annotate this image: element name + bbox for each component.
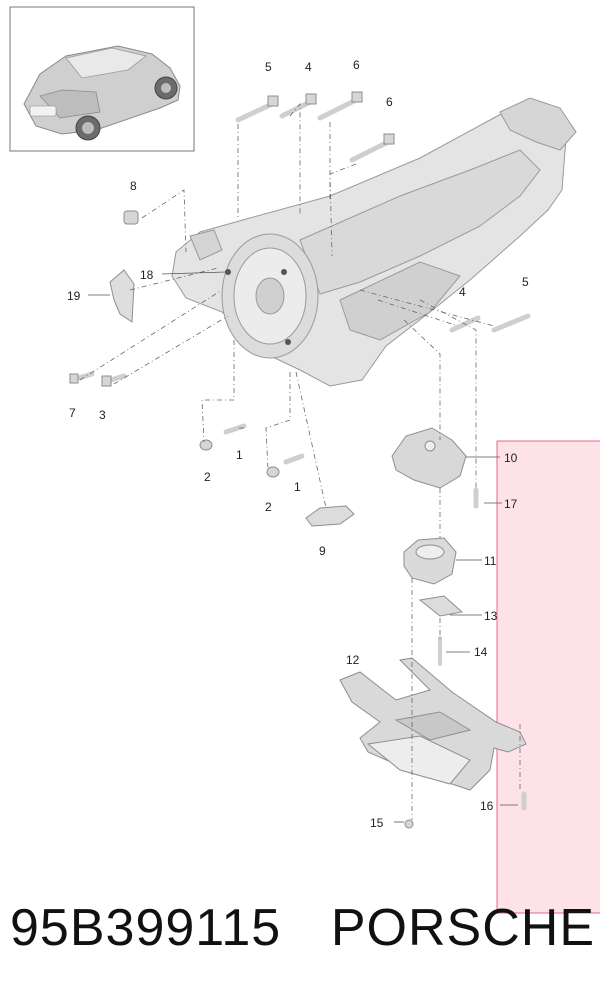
part-plate-13 xyxy=(418,595,464,617)
callout-14: 14 xyxy=(474,645,488,659)
brand-name: PORSCHE xyxy=(330,899,595,957)
callout-labels: 5 4 6 6 8 18 19 4 5 7 3 1 2 1 2 9 10 17 … xyxy=(67,58,529,830)
callout-5-top: 5 xyxy=(265,60,272,74)
vehicle-thumbnail xyxy=(9,6,195,152)
part-number: 95B399115 xyxy=(10,899,282,957)
part-bolt-5-top xyxy=(235,95,279,123)
part-washer-2-right xyxy=(266,466,280,478)
callout-17: 17 xyxy=(504,497,518,511)
part-washer-2-left xyxy=(199,439,213,451)
callout-12: 12 xyxy=(346,653,360,667)
part-mount-11 xyxy=(403,537,457,585)
callout-9: 9 xyxy=(319,544,326,558)
callout-13: 13 xyxy=(484,609,498,623)
callout-19: 19 xyxy=(67,289,81,303)
callout-15: 15 xyxy=(370,816,384,830)
part-bolt-4-top xyxy=(279,93,317,119)
callout-1-left: 1 xyxy=(236,448,243,462)
part-nut-15 xyxy=(404,819,414,829)
highlight-panel xyxy=(496,440,600,914)
part-bolt-1-left xyxy=(223,423,247,435)
callout-18: 18 xyxy=(140,268,154,282)
callout-7: 7 xyxy=(69,406,76,420)
callout-1-right: 1 xyxy=(294,480,301,494)
callout-4-right: 4 xyxy=(459,285,466,299)
callout-16: 16 xyxy=(480,799,494,813)
callout-2-left: 2 xyxy=(204,470,211,484)
part-sleeve-8 xyxy=(123,210,139,225)
part-bolt-7 xyxy=(69,371,95,384)
callout-2-right: 2 xyxy=(265,500,272,514)
part-crossmember-12 xyxy=(339,657,527,791)
part-bolt-6-lower xyxy=(349,133,395,163)
transmission-assembly xyxy=(171,97,577,387)
part-mount-bracket-10 xyxy=(391,427,467,489)
callout-8: 8 xyxy=(130,179,137,193)
part-bolt-5-right xyxy=(491,313,531,333)
part-bracket-9 xyxy=(305,505,355,527)
callout-6-top: 6 xyxy=(353,58,360,72)
part-bolt-1-right xyxy=(283,453,305,465)
part-heat-shield-19 xyxy=(109,269,135,323)
callout-6-lower: 6 xyxy=(386,95,393,109)
callout-11: 11 xyxy=(484,554,497,568)
car-icon xyxy=(23,45,181,141)
callout-4-top: 4 xyxy=(305,60,312,74)
callout-3: 3 xyxy=(99,408,106,422)
part-bolt-3 xyxy=(101,373,127,387)
callout-5-right: 5 xyxy=(522,275,529,289)
part-bolt-6-top xyxy=(317,91,363,121)
callout-10: 10 xyxy=(504,451,518,465)
assembly-lines xyxy=(79,102,521,820)
caption-bar: 95B399115 PORSCHE xyxy=(10,893,595,963)
leader-lines xyxy=(88,271,518,823)
